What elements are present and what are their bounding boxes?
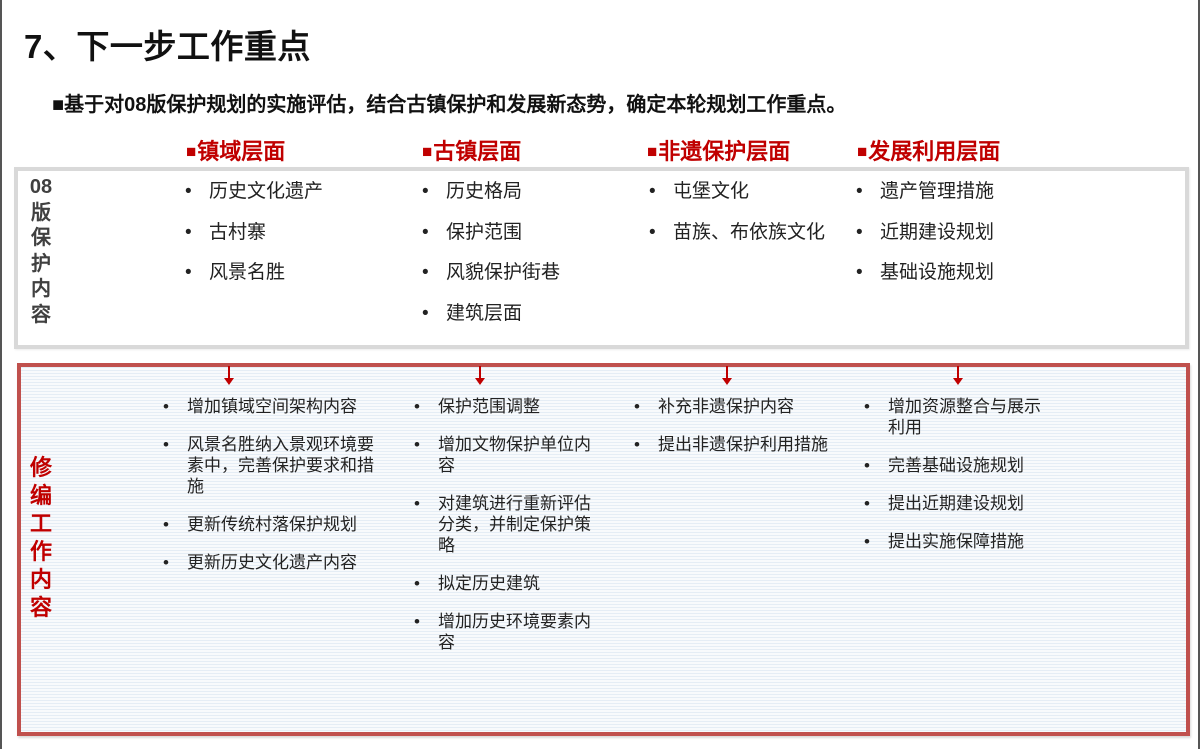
box-08-label: 08 版 保 护 内 容 bbox=[29, 176, 53, 326]
list-item: 完善基础设施规划 bbox=[864, 455, 1049, 476]
down-arrow-icon bbox=[953, 366, 963, 386]
list-item: 建筑层面 bbox=[422, 301, 560, 327]
list-item: 提出近期建设规划 bbox=[864, 493, 1049, 514]
list-item: 增加文物保护单位内容 bbox=[414, 434, 599, 476]
list-item: 补充非遗保护内容 bbox=[634, 396, 864, 417]
revision-list-intangible-heritage: 补充非遗保护内容 提出非遗保护利用措施 bbox=[634, 396, 864, 472]
category-town-domain: 镇域层面 bbox=[186, 134, 285, 166]
list-item: 基础设施规划 bbox=[856, 260, 994, 286]
revision-list-town-domain: 增加镇域空间架构内容 风景名胜纳入景观环境要素中，完善保护要求和措施 更新传统村… bbox=[163, 396, 383, 590]
down-arrow-icon bbox=[475, 366, 485, 386]
revision-list-development: 增加资源整合与展示利用 完善基础设施规划 提出近期建设规划 提出实施保障措施 bbox=[864, 396, 1049, 569]
category-ancient-town: 古镇层面 bbox=[422, 134, 521, 166]
list-item: 更新历史文化遗产内容 bbox=[163, 552, 383, 573]
down-arrow-icon bbox=[722, 366, 732, 386]
list-item: 历史文化遗产 bbox=[185, 179, 323, 205]
box08-list-development: 遗产管理措施 近期建设规划 基础设施规划 bbox=[856, 179, 994, 301]
box-revision-label: 修 编 工 作 内 容 bbox=[29, 455, 52, 620]
list-item: 历史格局 bbox=[422, 179, 560, 205]
list-item: 保护范围 bbox=[422, 220, 560, 246]
category-development: 发展利用层面 bbox=[857, 134, 1000, 166]
list-item: 增加资源整合与展示利用 bbox=[864, 396, 1049, 438]
list-item: 拟定历史建筑 bbox=[414, 573, 599, 594]
list-item: 风景名胜纳入景观环境要素中，完善保护要求和措施 bbox=[163, 434, 383, 497]
down-arrow-icon bbox=[224, 366, 234, 386]
list-item: 古村寨 bbox=[185, 220, 323, 246]
list-item: 遗产管理措施 bbox=[856, 179, 994, 205]
category-intangible-heritage: 非遗保护层面 bbox=[647, 134, 790, 166]
list-item: 风貌保护街巷 bbox=[422, 260, 560, 286]
list-item: 对建筑进行重新评估分类，并制定保护策略 bbox=[414, 493, 599, 556]
subtitle: ■基于对08版保护规划的实施评估，结合古镇保护和发展新态势，确定本轮规划工作重点… bbox=[52, 94, 847, 116]
box08-list-intangible-heritage: 屯堡文化 苗族、布依族文化 bbox=[649, 179, 825, 260]
list-item: 屯堡文化 bbox=[649, 179, 825, 205]
page-title: 7、下一步工作重点 bbox=[24, 28, 311, 65]
list-item: 保护范围调整 bbox=[414, 396, 599, 417]
list-item: 增加镇域空间架构内容 bbox=[163, 396, 383, 417]
list-item: 提出非遗保护利用措施 bbox=[634, 434, 864, 455]
revision-list-ancient-town: 保护范围调整 增加文物保护单位内容 对建筑进行重新评估分类，并制定保护策略 拟定… bbox=[414, 396, 599, 670]
list-item: 近期建设规划 bbox=[856, 220, 994, 246]
list-item: 提出实施保障措施 bbox=[864, 531, 1049, 552]
list-item: 风景名胜 bbox=[185, 260, 323, 286]
list-item: 苗族、布依族文化 bbox=[649, 220, 825, 246]
list-item: 增加历史环境要素内容 bbox=[414, 611, 599, 653]
box08-list-ancient-town: 历史格局 保护范围 风貌保护街巷 建筑层面 bbox=[422, 179, 560, 341]
box08-list-town-domain: 历史文化遗产 古村寨 风景名胜 bbox=[185, 179, 323, 301]
list-item: 更新传统村落保护规划 bbox=[163, 514, 383, 535]
